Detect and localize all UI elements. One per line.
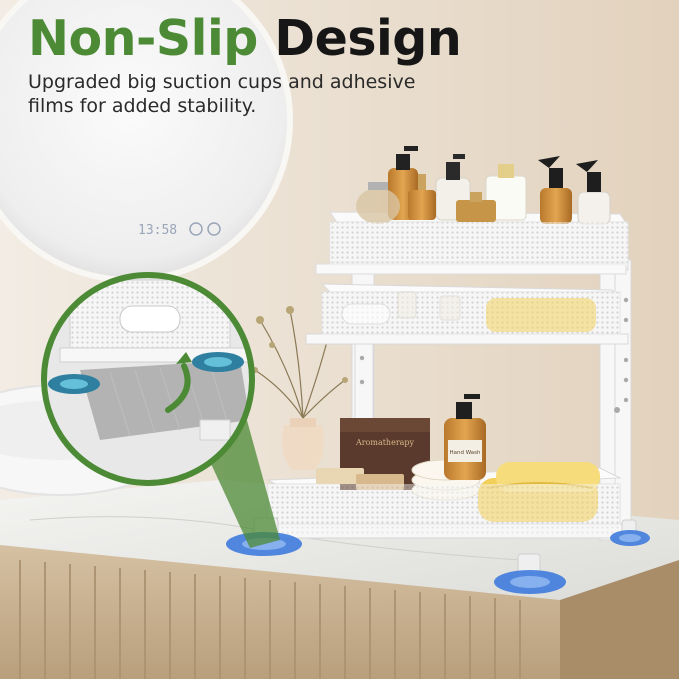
top-shelf-front-mesh [330,222,628,266]
curved-arrow-icon [165,352,192,413]
headline: Non-Slip Design [28,10,462,68]
inset-border [41,272,255,486]
bottle-label: Hand Wash [449,450,481,456]
suction-cup-icon [610,530,650,546]
suction-cup-icon [48,374,100,394]
hand-wash-bottle: Hand Wash [444,394,486,480]
mirror-time-text: 13:58 [138,223,177,238]
short-bottle [456,192,496,222]
bottom-drawer-front-mesh [268,484,620,534]
subtitle: Upgraded big suction cups and adhesive f… [28,71,416,117]
spray-bottle-1 [538,156,572,224]
mirror-button-icon [189,222,203,236]
perfume-bottle [408,174,436,220]
mirror-touch-display: 13:58 [138,222,221,238]
height-adjust-holes [359,297,629,413]
mirror-power-icon [207,222,221,236]
glass-jar [356,182,400,224]
zoom-inset [41,272,255,486]
spray-bottle-2 [576,160,611,225]
cabinet-fluting [19,560,521,679]
box-label: Aromatherapy [355,438,415,447]
suction-cup-icon [494,570,566,594]
top-shelf-products [356,146,611,225]
headline-rest: Design [257,10,462,67]
flower-vase [282,418,324,470]
inset-drawer-handle [119,305,181,333]
suction-cup-icon [192,352,244,372]
headline-accent: Non-Slip [28,10,258,67]
middle-drawer-front-mesh [322,292,620,336]
